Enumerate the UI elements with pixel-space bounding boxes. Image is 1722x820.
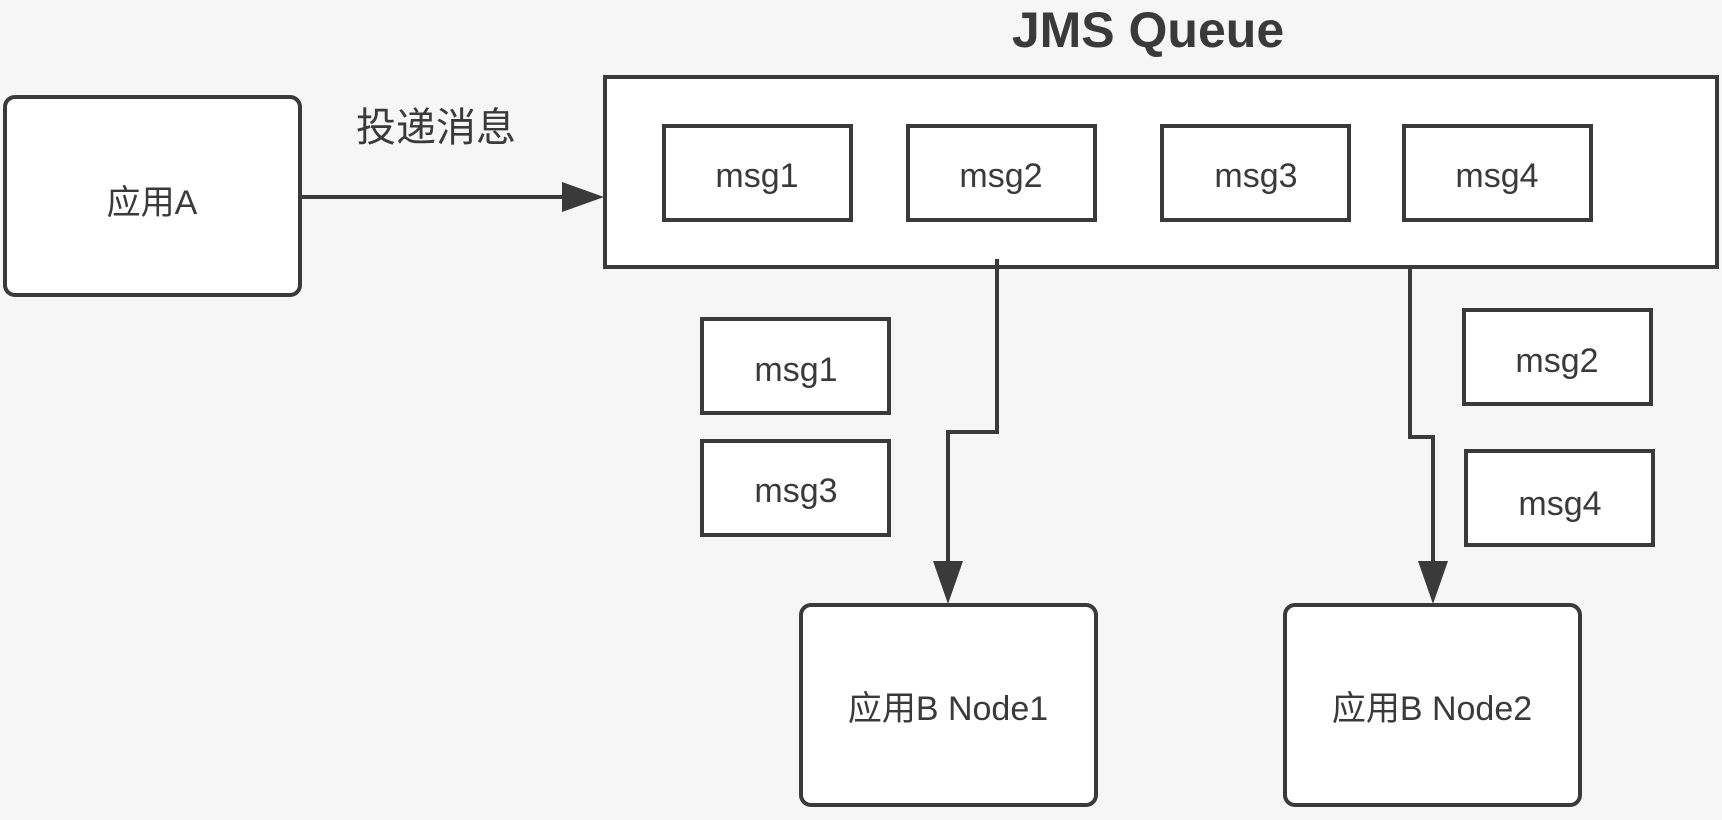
consumer-2-messages: msg2 msg4	[1462, 308, 1655, 547]
consumer-1-edge-line	[946, 259, 999, 565]
delivered-message-label: msg2	[1515, 342, 1598, 380]
consumer-1-edge	[933, 259, 999, 604]
queue-message: msg3	[1160, 124, 1351, 222]
consumer-2-edge-arrowhead	[1418, 561, 1448, 604]
deliver-edge-label: 投递消息	[356, 106, 516, 150]
queue-message-label: msg1	[715, 157, 798, 195]
queue-message-label: msg3	[1214, 157, 1297, 195]
jms-queue: msg1 msg2 msg3 msg4	[603, 75, 1719, 269]
delivered-message-label: msg4	[1518, 485, 1601, 523]
consumer-1-edge-arrowhead	[933, 561, 963, 604]
delivered-message-label: msg1	[754, 351, 837, 389]
consumer-node-2: 应用B Node2	[1283, 603, 1582, 807]
producer-node: 应用A	[3, 95, 302, 297]
queue-message-box	[906, 124, 1097, 222]
queue-message-label: msg2	[959, 157, 1042, 195]
consumer-node-2-box	[1283, 603, 1582, 807]
queue-message: msg2	[906, 124, 1097, 222]
delivered-message-box	[1464, 449, 1655, 547]
delivered-message-box	[700, 439, 891, 537]
queue-message-box	[662, 124, 853, 222]
delivered-message-box	[1462, 308, 1653, 406]
deliver-edge: 投递消息	[300, 106, 604, 212]
deliver-edge-arrowhead	[562, 182, 604, 212]
consumer-node-2-label: 应用B Node2	[1332, 690, 1532, 728]
queue-message-label: msg4	[1455, 157, 1538, 195]
consumer-node-1: 应用B Node1	[799, 603, 1098, 807]
consumer-1-messages: msg1 msg3	[700, 317, 891, 537]
queue-title: JMS Queue	[1012, 2, 1284, 58]
consumer-node-1-box	[799, 603, 1098, 807]
producer-node-label: 应用A	[107, 184, 198, 222]
queue-message-box	[1160, 124, 1351, 222]
queue-message: msg4	[1402, 124, 1593, 222]
consumer-2-edge	[1408, 267, 1448, 604]
delivered-message: msg1	[700, 317, 891, 415]
consumer-node-1-label: 应用B Node1	[848, 690, 1048, 728]
delivered-message-label: msg3	[754, 472, 837, 510]
delivered-message-box	[700, 317, 891, 415]
consumer-2-edge-line	[1408, 267, 1435, 565]
queue-message-box	[1402, 124, 1593, 222]
delivered-message: msg3	[700, 439, 891, 537]
queue-message: msg1	[662, 124, 853, 222]
delivered-message: msg2	[1462, 308, 1653, 406]
delivered-message: msg4	[1464, 449, 1655, 547]
